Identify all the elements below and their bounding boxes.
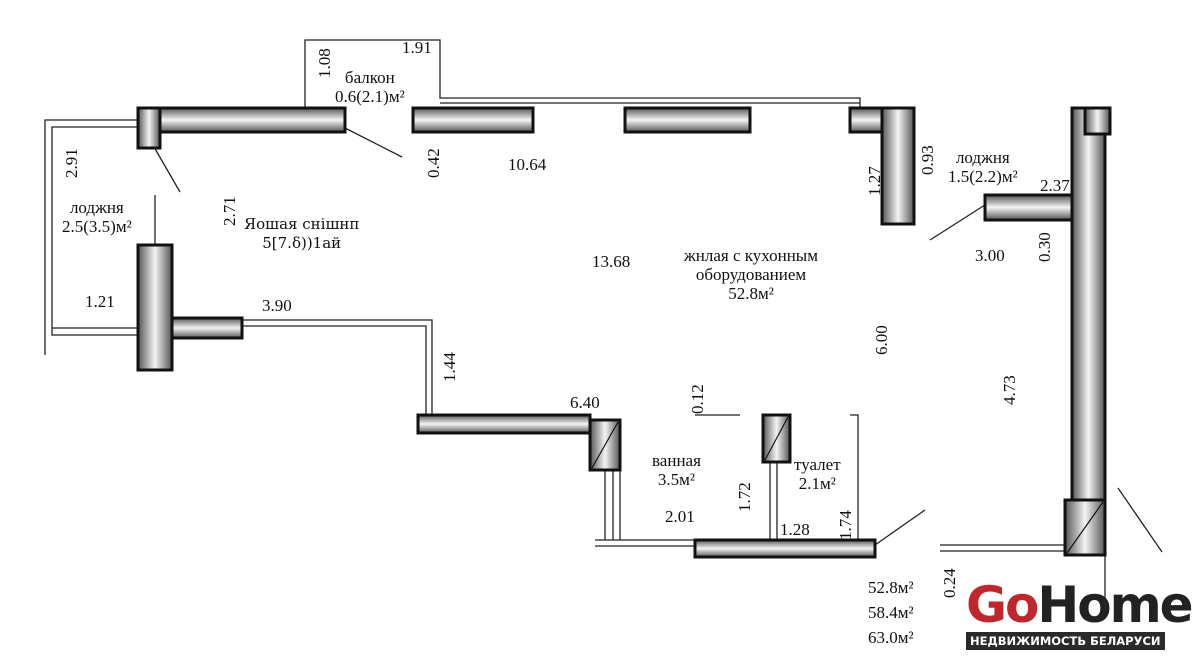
dimension: 1.44 xyxy=(440,352,459,382)
area-totals: 52.8м² 58.4м² 63.0м² xyxy=(868,575,914,650)
room-area: 2.5(3.5)м² xyxy=(62,217,132,236)
dimension: 2.01 xyxy=(665,507,695,526)
room-name: лоджня xyxy=(69,198,124,217)
dimension: 0.24 xyxy=(940,568,959,598)
gohome-logo: GoHome НЕДВИЖИМОСТЬ БЕЛАРУСИ xyxy=(966,580,1194,650)
dimension: 1.28 xyxy=(780,520,810,539)
dimension: 4.73 xyxy=(1000,375,1019,405)
dimension: 13.68 xyxy=(592,252,631,271)
dimension: 10.64 xyxy=(508,155,547,174)
total-living-area: 52.8м² xyxy=(868,578,914,597)
room-name: оборудованием xyxy=(695,265,807,284)
logo-tagline: НЕДВИЖИМОСТЬ БЕЛАРУСИ xyxy=(966,632,1165,650)
shaft-crosses xyxy=(591,416,1104,554)
dimension: 6.40 xyxy=(570,393,600,412)
room-area: 5[7.δ))1ай xyxy=(262,234,342,252)
dimension: 6.00 xyxy=(872,325,891,355)
dimension: 0.93 xyxy=(918,145,937,175)
room-name: балкон xyxy=(344,68,395,87)
room-name: жнлая с кухонным xyxy=(684,246,818,265)
room-name: Яошая снішнп xyxy=(244,215,360,233)
dimension: 1.27 xyxy=(865,166,884,196)
dimension: 1.08 xyxy=(315,48,334,78)
dimension: 2.91 xyxy=(62,148,81,178)
room-area: 52.8м² xyxy=(728,284,774,303)
total-area-with-loggias: 63.0м² xyxy=(868,628,914,647)
dimension: 0.42 xyxy=(424,148,443,178)
room-name: ванная xyxy=(652,451,701,470)
logo-go: Go xyxy=(966,576,1039,634)
room-area: 1.5(2.2)м² xyxy=(948,167,1018,186)
dimension: 1.74 xyxy=(836,510,855,540)
dimension: 2.37 xyxy=(1040,176,1070,195)
total-area: 58.4м² xyxy=(868,603,914,622)
room-name: туалет xyxy=(794,455,841,474)
room-name: лоджня xyxy=(955,148,1010,167)
dimension: 3.90 xyxy=(262,296,292,315)
dimension: 0.12 xyxy=(688,384,707,414)
logo-home: Home xyxy=(1037,576,1193,634)
dimension: 1.21 xyxy=(85,292,115,311)
dimension: 1.91 xyxy=(402,38,432,57)
dimension: 3.00 xyxy=(975,246,1005,265)
room-area: 2.1м² xyxy=(798,474,836,493)
dimension: 0.30 xyxy=(1035,232,1054,262)
walls xyxy=(136,106,1112,559)
room-area: 3.5м² xyxy=(657,470,696,489)
dimension: 2.71 xyxy=(220,196,239,226)
dimension: 1.72 xyxy=(735,482,754,512)
room-area: 0.6(2.1)м² xyxy=(335,87,405,106)
